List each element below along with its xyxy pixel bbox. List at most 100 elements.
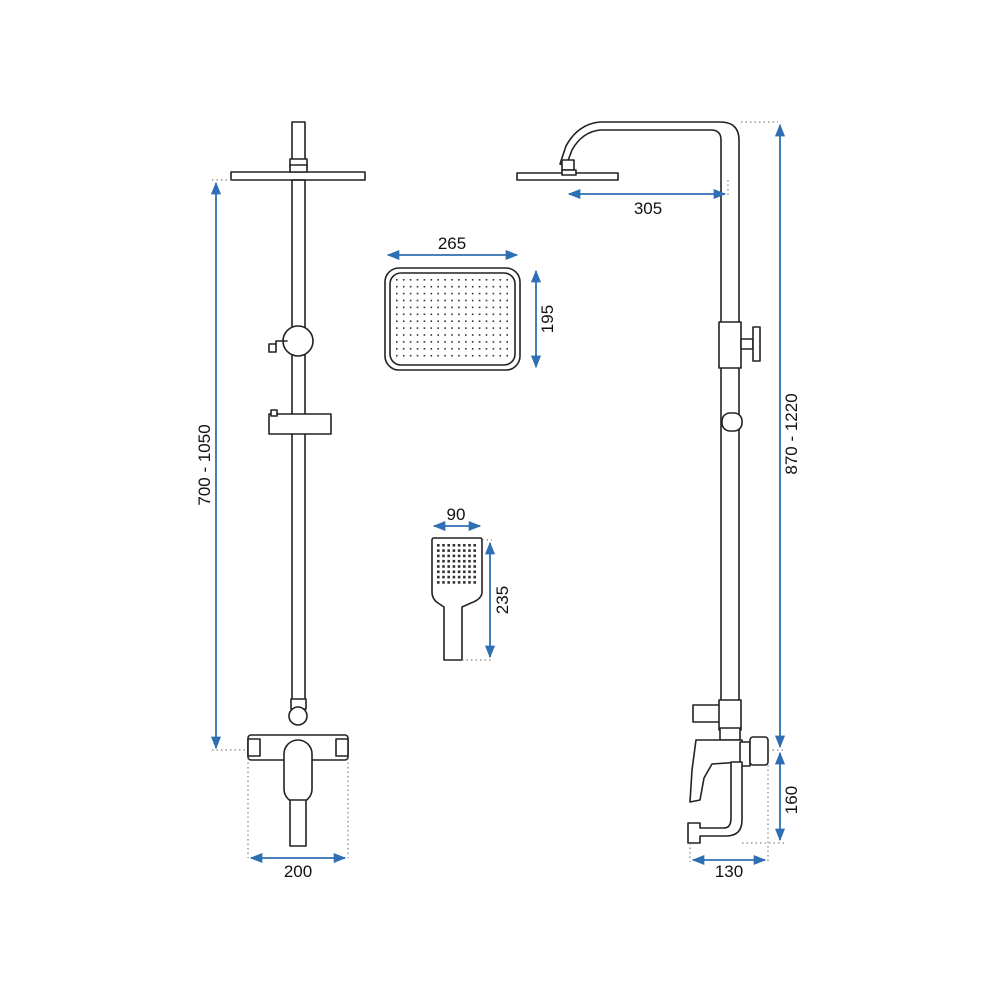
rain-nozzle-dot xyxy=(506,327,508,329)
rain-nozzle-dot xyxy=(471,334,474,336)
rain-nozzle-dot xyxy=(499,292,502,295)
rain-nozzle-dot xyxy=(437,292,439,295)
rain-nozzle-dot xyxy=(471,327,474,329)
rain-nozzle-dot xyxy=(465,348,467,350)
rain-nozzle-dot xyxy=(471,306,474,309)
rain-nozzle-dot xyxy=(465,285,467,288)
rain-nozzle-dot xyxy=(451,285,453,288)
rain-nozzle-dot xyxy=(492,327,495,329)
rain-nozzle-dot xyxy=(402,348,405,350)
front-head-joint xyxy=(289,164,308,173)
rain-nozzle-dot xyxy=(506,299,508,302)
rain-nozzle-dot xyxy=(416,348,419,350)
hand-nozzle-dot xyxy=(468,565,471,568)
rain-nozzle-dot xyxy=(451,327,453,329)
rain-nozzle-dot xyxy=(485,354,488,357)
rain-nozzle-dot xyxy=(458,313,460,316)
rain-nozzle-dot xyxy=(402,334,405,336)
rain-nozzle-dot xyxy=(451,292,453,295)
rain-nozzle-dot xyxy=(451,354,453,357)
rain-nozzle-dot xyxy=(416,354,419,357)
rain-nozzle-dot xyxy=(478,279,481,281)
arm-reach-dimension: 305 xyxy=(567,188,727,218)
rain-nozzle-dot xyxy=(506,279,508,281)
rain-nozzle-dot xyxy=(471,348,474,350)
hand-nozzle-dot xyxy=(468,544,471,547)
rain-nozzle-dot xyxy=(471,285,474,288)
rain-nozzle-dot xyxy=(444,341,446,343)
hand-nozzle-dot xyxy=(473,554,476,558)
rain-nozzle-dot xyxy=(402,299,405,302)
hand-nozzle-dot xyxy=(463,544,466,547)
rain-nozzle-dot xyxy=(409,313,412,316)
hand-nozzle-dot xyxy=(442,565,445,568)
mixer-depth-label: 130 xyxy=(715,862,743,881)
rain-nozzle-dot xyxy=(423,313,426,316)
rain-nozzle-dot xyxy=(458,285,460,288)
rain-nozzle-dot xyxy=(506,292,508,295)
rain-nozzle-dot xyxy=(430,279,433,281)
rain-nozzle-dot xyxy=(478,313,481,316)
rain-nozzle-dot xyxy=(437,285,439,288)
rain-nozzle-dot xyxy=(416,279,419,281)
rain-nozzle-dot xyxy=(458,292,460,295)
rain-nozzle-dot xyxy=(492,299,495,302)
hand-nozzle-dot xyxy=(452,559,456,563)
hand-nozzle-dot xyxy=(447,565,450,568)
front-riser-pipe xyxy=(291,179,306,701)
rain-nozzle-dot xyxy=(402,292,405,295)
rain-nozzle-dot xyxy=(430,299,433,302)
hand-nozzle-dot xyxy=(442,544,445,547)
mixer-height-dimension: 160 xyxy=(774,751,801,842)
rain-nozzle-dot xyxy=(402,327,405,329)
rain-nozzle-dot xyxy=(444,354,446,357)
front-mixer-handle xyxy=(283,739,313,804)
rain-nozzle-dot xyxy=(506,285,508,288)
rain-nozzle-dot xyxy=(430,348,433,350)
rain-nozzle-dot xyxy=(458,320,460,322)
head-depth-label: 195 xyxy=(538,305,557,333)
hand-nozzle-dot xyxy=(468,554,471,558)
rain-nozzle-dot xyxy=(437,313,439,316)
hand-nozzle-dot xyxy=(457,554,461,558)
rain-nozzle-dot xyxy=(437,334,439,336)
rain-nozzle-dot xyxy=(492,354,495,357)
rain-nozzle-dot xyxy=(416,334,419,336)
hand-nozzle-dot xyxy=(437,565,440,568)
rain-nozzle-dot xyxy=(492,348,495,350)
hand-nozzle-dot xyxy=(463,559,466,563)
hand-nozzle-dot xyxy=(437,570,440,574)
rain-nozzle-dot xyxy=(499,348,502,350)
rain-nozzle-dot xyxy=(492,341,495,343)
side-spout xyxy=(687,761,743,844)
rain-nozzle-dot xyxy=(444,285,446,288)
arm-reach-label: 305 xyxy=(634,199,662,218)
rain-nozzle-dot xyxy=(451,320,453,322)
rain-nozzle-dot xyxy=(499,341,502,343)
rain-nozzle-dot xyxy=(402,354,405,357)
rain-nozzle-dot xyxy=(423,299,426,302)
hand-nozzle-dot xyxy=(468,581,471,584)
rain-nozzle-dot xyxy=(409,341,412,343)
hand-nozzle-dot xyxy=(473,549,476,552)
rain-nozzle-dot xyxy=(416,327,419,329)
rain-nozzle-dot xyxy=(444,334,446,336)
rain-nozzle-dot xyxy=(485,334,488,336)
hand-nozzle-dot xyxy=(442,581,445,584)
rain-nozzle-dot xyxy=(492,279,495,281)
rain-nozzle-dot xyxy=(423,334,426,336)
front-mixer-cap-right xyxy=(335,738,349,757)
hand-nozzle-dot xyxy=(437,544,440,547)
rain-nozzle-dot xyxy=(444,299,446,302)
hand-nozzle-dot xyxy=(437,581,440,584)
rain-nozzle-dot xyxy=(423,341,426,343)
front-height-dimension: 700 - 1050 xyxy=(195,181,222,750)
rain-nozzle-dot xyxy=(492,292,495,295)
rain-nozzle-dot xyxy=(506,348,508,350)
rain-nozzle-dot xyxy=(471,299,474,302)
hand-nozzle-dot xyxy=(447,554,450,558)
rain-nozzle-dot xyxy=(506,354,508,357)
hand-nozzle-dot xyxy=(452,554,456,558)
rain-nozzle-dot xyxy=(499,313,502,316)
rain-nozzle-dot xyxy=(471,292,474,295)
